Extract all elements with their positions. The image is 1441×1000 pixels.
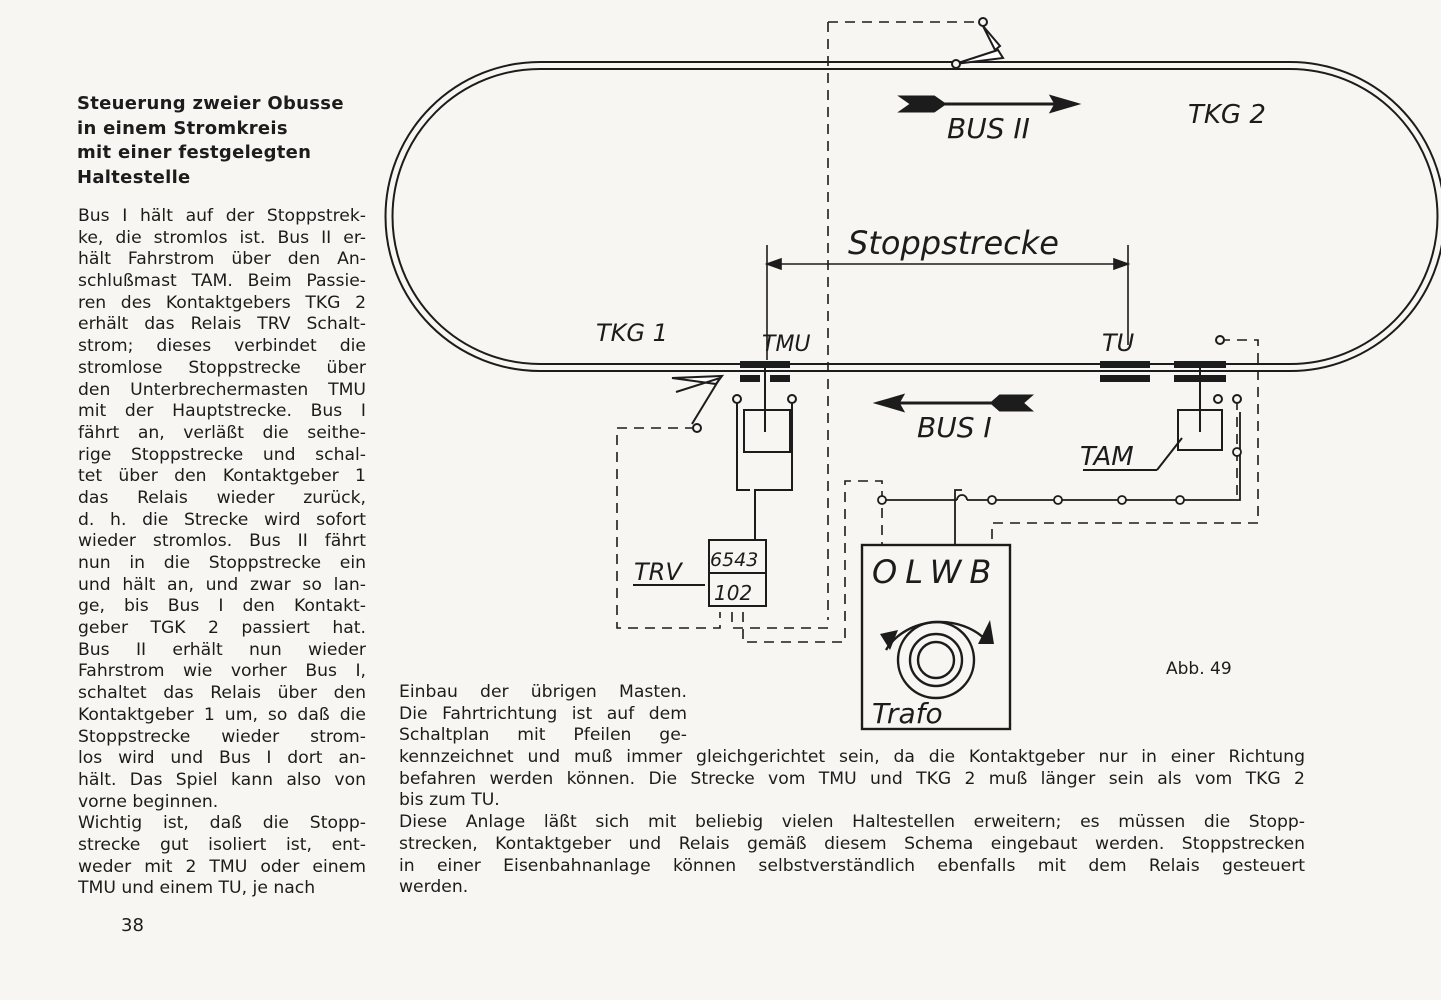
bottom-text-line: Einbau der übrigen Masten. <box>399 682 687 702</box>
left-column-line: Stoppstrecke wieder strom- <box>78 726 366 747</box>
left-column-line: erhält das Relais TRV Schalt- <box>78 314 366 335</box>
trafo-arrow-left <box>880 630 898 650</box>
left-column-line: strecke gut isoliert ist, ent- <box>78 834 366 855</box>
left-column-line: d. h. die Strecke wird sofort <box>78 509 366 530</box>
label-bus2: BUS II <box>947 112 1030 145</box>
left-column-line: Bus II erhält nun wieder <box>78 639 366 660</box>
left-column-line: fährt an, verläßt die seithe- <box>78 422 366 443</box>
label-tkg2: TKG 2 <box>1188 100 1266 130</box>
wire-relay-right <box>742 480 883 643</box>
heading-line-4: Haltestelle <box>77 166 191 188</box>
tam-mast <box>1083 335 1242 471</box>
bottom-text-line: in einer Eisenbahnanlage können selbstve… <box>399 855 1305 876</box>
left-column-line: und hält an, und zwar so lan- <box>78 574 366 595</box>
tkg1-contact <box>671 374 725 433</box>
heading-line-2: in einem Stromkreis <box>77 117 288 139</box>
label-trafo-top: OLWB <box>872 553 999 591</box>
left-column-text: Bus I hält auf der Stoppstrek-ke, die st… <box>78 206 366 900</box>
left-column-line: los wird und Bus I dort an- <box>78 748 366 769</box>
bottom-text-line: Die Fahrtrichtung ist auf dem <box>399 703 687 724</box>
left-column-line: geber TGK 2 passiert hat. <box>78 618 366 639</box>
trafo-box <box>860 543 1012 731</box>
label-tkg1: TKG 1 <box>596 319 668 347</box>
left-column-line: nun in die Stoppstrecke ein <box>78 553 366 573</box>
left-column-line: strom; dieses verbindet die <box>78 336 366 357</box>
left-column-line: Fahrstrom wie vorher Bus I, <box>78 661 366 682</box>
wire-left-loop <box>616 427 721 629</box>
left-column-line: Wichtig ist, daß die Stopp- <box>78 813 366 834</box>
left-column-line: das Relais wieder zurück, <box>78 487 366 508</box>
tmu-mast <box>732 361 797 540</box>
label-stoppstrecke: Stoppstrecke <box>848 224 1059 262</box>
wire-right <box>991 339 1259 545</box>
left-column-line: wieder stromlos. Bus II fährt <box>78 531 366 552</box>
section-heading: Steuerung zweier Obusse in einem Stromkr… <box>77 92 377 190</box>
left-column-line: mit der Hauptstrecke. Bus I <box>78 401 366 422</box>
label-trv: TRV <box>634 558 683 586</box>
left-column-line: hält Fahrstrom über den An- <box>78 249 366 270</box>
heading-line-3: mit einer festgelegten <box>77 142 312 163</box>
bottom-text-line: Diese Anlage läßt sich mit beliebig viel… <box>399 812 1305 833</box>
bottom-text-line: bis zum TU. <box>399 790 500 811</box>
page-number: 38 <box>121 915 144 936</box>
wire-relay-mid <box>731 612 828 629</box>
track-outer <box>384 61 1441 372</box>
left-column-line: ke, die stromlos ist. Bus II er- <box>78 227 366 248</box>
label-bus1: BUS I <box>917 411 992 444</box>
bottom-text: Einbau der übrigen Masten.Die Fahrtricht… <box>399 682 1305 899</box>
tu-insulator <box>1100 361 1150 382</box>
left-column-line: weder mit 2 TMU oder einem <box>78 856 366 877</box>
left-column-line: hält. Das Spiel kann also von <box>78 769 366 790</box>
track-inner <box>391 68 1439 365</box>
label-tu: TU <box>1102 329 1135 357</box>
bus2-arrow <box>897 94 1082 114</box>
trafo-arrow-right <box>978 620 994 644</box>
bottom-text-line: strecken, Kontaktgeber und Relais gemäß … <box>399 833 1305 854</box>
label-tam: TAM <box>1080 442 1134 472</box>
left-column-line: tet über den Kontaktgeber 1 <box>78 466 366 487</box>
left-column-line: TMU und einem TU, je nach <box>78 878 316 899</box>
left-column-line: stromlose Stoppstrecke über <box>78 357 366 378</box>
left-column-line: Bus I hält auf der Stoppstrek- <box>78 206 366 226</box>
label-relay-top: 6543 <box>710 549 758 571</box>
bottom-text-line: werden. <box>399 877 469 898</box>
left-column-line: rige Stoppstrecke und schal- <box>78 444 366 465</box>
left-column-line: den Unterbrechermasten TMU <box>78 379 366 400</box>
figure-caption: Abb. 49 <box>1166 659 1232 679</box>
tkg2-contact <box>951 17 1005 69</box>
left-column-line: Kontaktgeber 1 um, so daß die <box>78 704 366 725</box>
trv-relay <box>633 539 767 607</box>
wire-top <box>827 21 978 620</box>
label-tmu: TMU <box>762 332 811 357</box>
left-column-line: vorne beginnen. <box>78 791 219 812</box>
feed-wire <box>877 412 1242 545</box>
left-column-line: ge, bis Bus I den Kontakt- <box>78 596 366 617</box>
bottom-text-line: kennzeichnet und muß immer gleichgericht… <box>399 747 1305 768</box>
heading-line-1: Steuerung zweier Obusse <box>77 93 344 114</box>
label-trafo-bottom: Trafo <box>872 697 943 730</box>
label-relay-bottom: 102 <box>714 581 752 605</box>
left-column-line: schaltet das Relais über den <box>78 683 366 704</box>
bus1-arrow <box>872 393 1034 413</box>
bottom-text-line: befahren werden können. Die Strecke vom … <box>399 768 1305 789</box>
bottom-text-line: Schaltplan mit Pfeilen ge- <box>399 725 687 746</box>
left-column-line: ren des Kontaktgebers TKG 2 <box>78 292 366 313</box>
left-column-line: schlußmast TAM. Beim Passie- <box>78 271 366 292</box>
